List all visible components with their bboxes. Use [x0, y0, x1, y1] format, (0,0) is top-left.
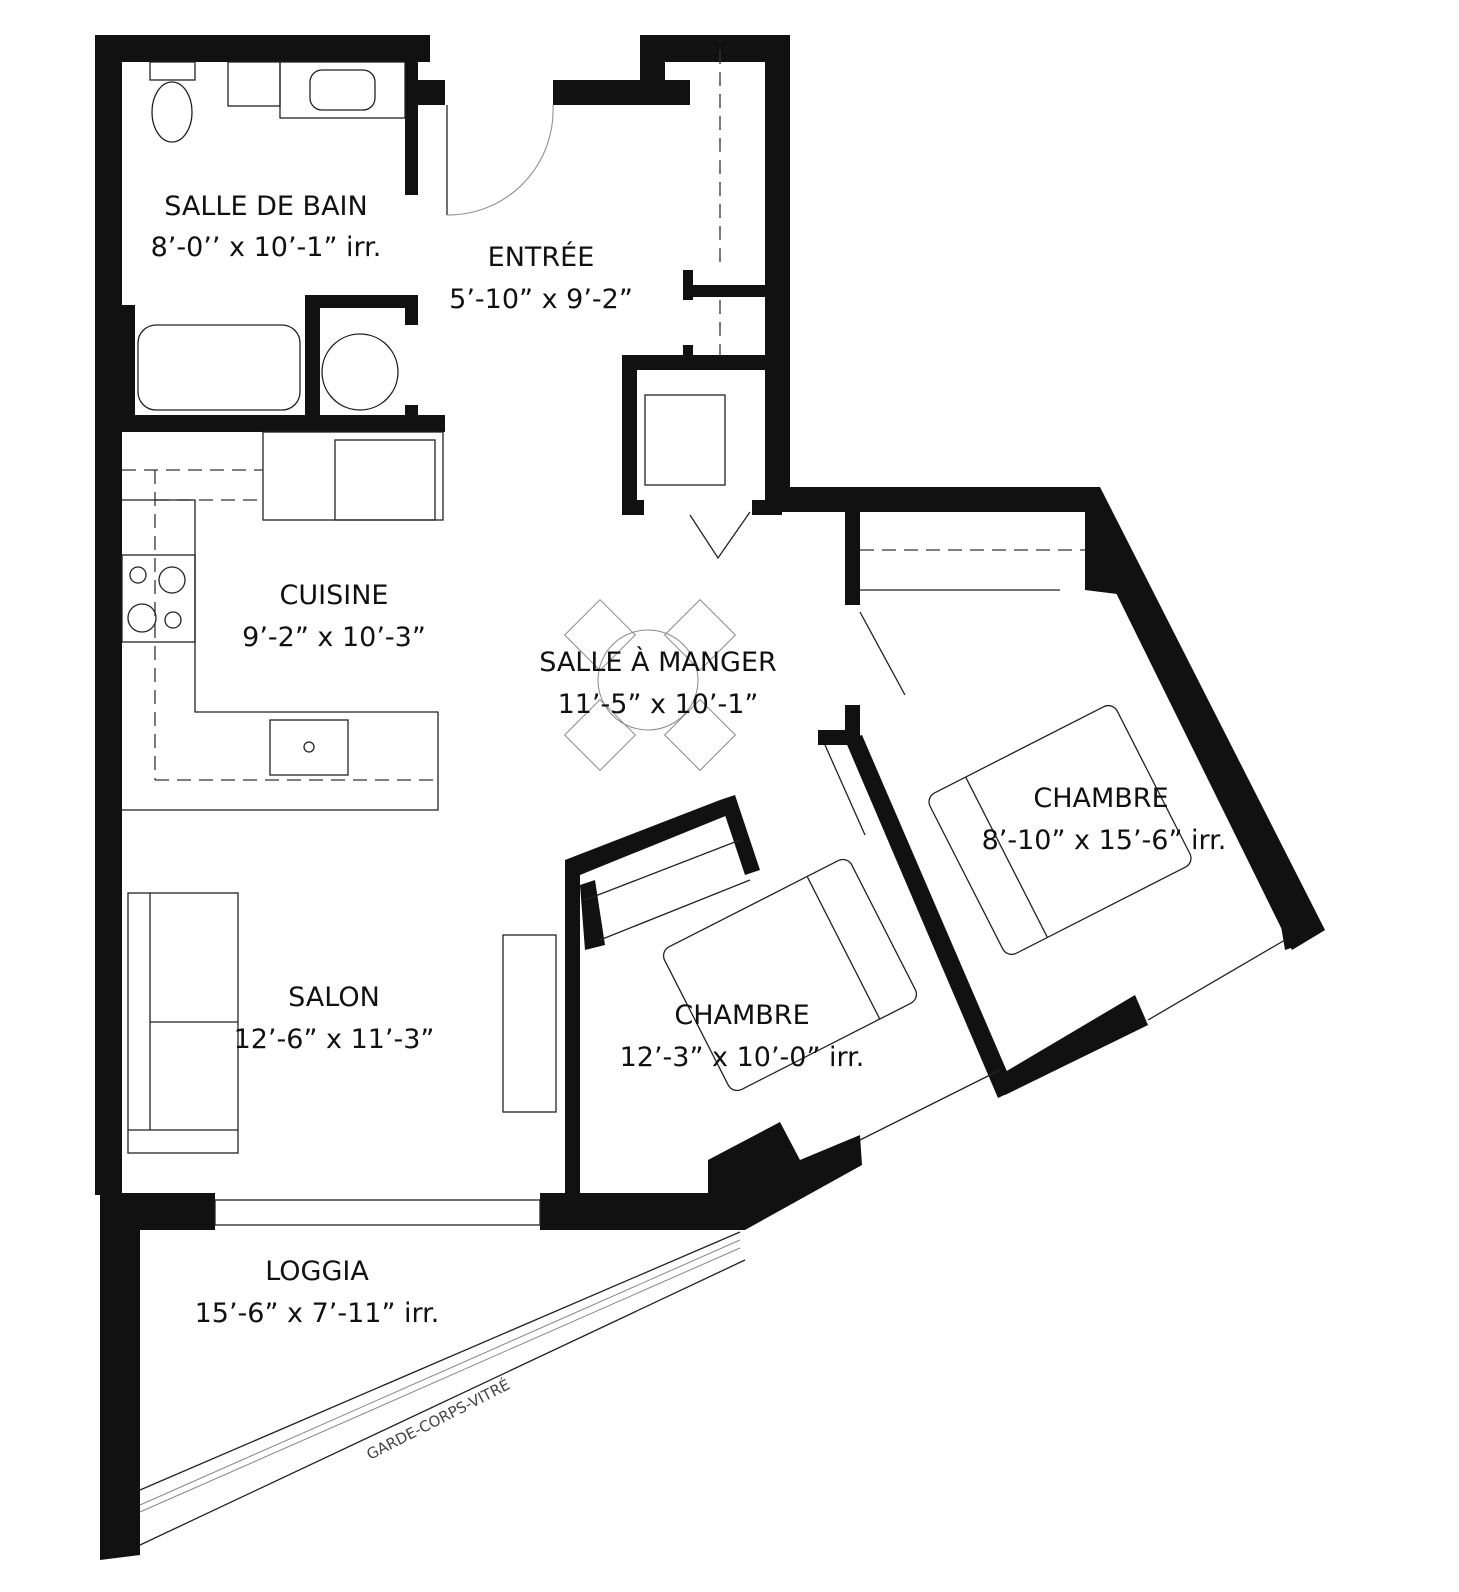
room-size-cuisine: 9’-2” x 10’-3” [242, 622, 426, 653]
room-size-salle-de-bain: 8’-0’’ x 10’-1” irr. [151, 232, 382, 263]
room-name-salle-de-bain: SALLE DE BAIN [164, 191, 367, 222]
room-size-loggia: 15’-6” x 7’-11” irr. [195, 1298, 440, 1329]
room-size-salon: 12’-6” x 11’-3” [234, 1024, 435, 1055]
room-size-salle-a-manger: 11’-5” x 10’-1” [558, 689, 759, 720]
room-size-chambre-2: 12’-3” x 10’-0” irr. [620, 1042, 865, 1073]
room-name-chambre-1: CHAMBRE [1033, 783, 1168, 814]
room-name-salon: SALON [288, 982, 380, 1013]
railing-label: GARDE-CORPS-VITRÉ [363, 1375, 513, 1464]
room-name-salle-a-manger: SALLE À MANGER [539, 646, 777, 678]
room-size-chambre-1: 8’-10” x 15’-6” irr. [982, 825, 1227, 856]
room-name-chambre-2: CHAMBRE [674, 1000, 809, 1031]
room-size-entree: 5’-10” x 9’-2” [449, 284, 633, 315]
fixtures [121, 40, 1286, 1546]
room-name-loggia: LOGGIA [265, 1256, 369, 1287]
room-name-entree: ENTRÉE [488, 241, 595, 273]
room-name-cuisine: CUISINE [280, 580, 389, 611]
walls [95, 35, 1325, 1560]
